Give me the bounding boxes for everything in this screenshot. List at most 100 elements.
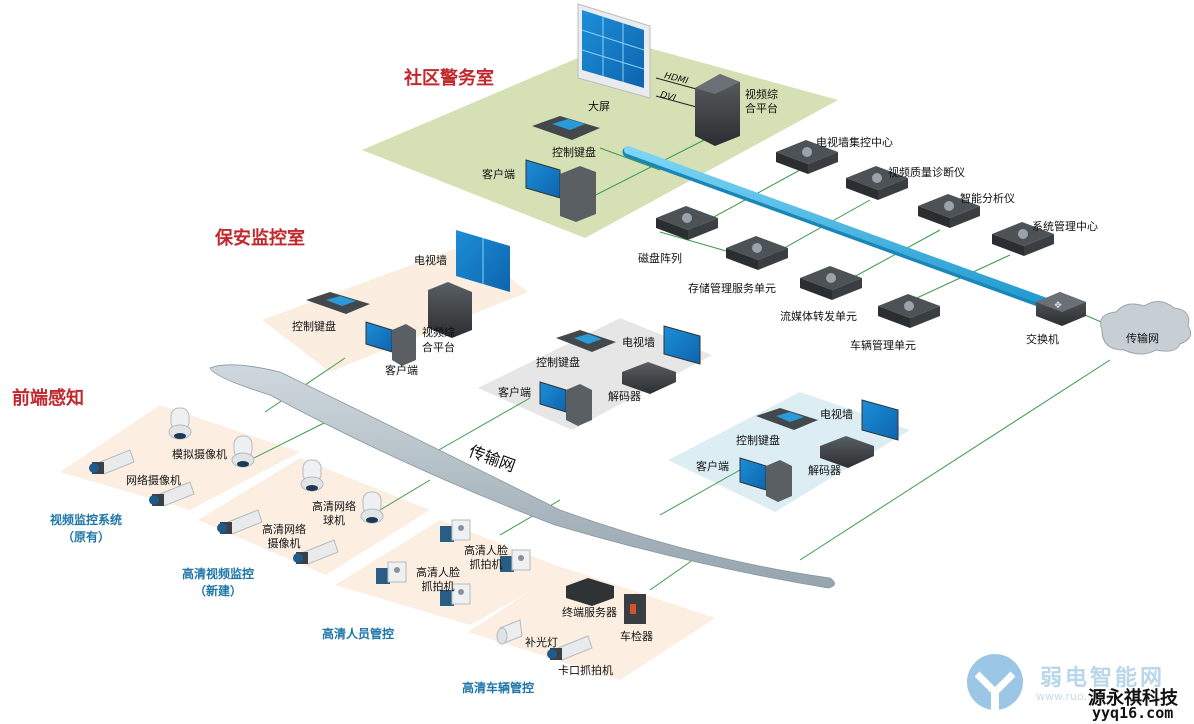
- label-analog-camera: 模拟摄像机: [172, 448, 227, 461]
- decoder-center1: [622, 362, 676, 394]
- watermark-logo-icon: [967, 654, 1023, 710]
- label-hd-bullet: 高清网络 摄像机: [262, 523, 306, 550]
- client-pc-security: [365, 321, 416, 366]
- server-vehicle: [878, 294, 940, 328]
- monitor-center-1-floor: [478, 318, 712, 430]
- subtitle-hd-vehicle: 高清车辆管控: [462, 681, 535, 695]
- label-client-center2: 客户端: [696, 460, 729, 473]
- zone-title-security-room: 保安监控室: [215, 228, 305, 249]
- label-network-camera: 网络摄像机: [126, 474, 181, 487]
- label-terminal-server: 终端服务器: [562, 606, 617, 619]
- front-end-group-1-floor: [60, 405, 300, 510]
- control-keyboard-police: [532, 116, 600, 140]
- fill-light-icon: [496, 619, 523, 645]
- disk-array-icon: [682, 213, 692, 223]
- subtitle-hd-personnel: 高清人员管控: [322, 627, 395, 641]
- label-video-platform-security-2: 合平台: [422, 341, 455, 354]
- decoder-center2: [820, 436, 874, 468]
- checkpoint-camera-icon: [547, 635, 593, 661]
- label-video-platform-police-2: 合平台: [745, 102, 778, 115]
- video-quality-icon: [872, 173, 882, 183]
- server-tv-wall-control: [776, 140, 838, 174]
- label-client-security: 客户端: [385, 364, 418, 377]
- backbone-transmission-network: [209, 364, 835, 589]
- network-camera-icon: [89, 449, 135, 475]
- label-server-vehicle: 车辆管理单元: [850, 339, 916, 352]
- hd-dome-camera-icon: [360, 491, 384, 524]
- streaming-icon: [826, 273, 836, 283]
- transmission-cloud: [1100, 301, 1192, 355]
- tv-wall-center1: [663, 325, 701, 365]
- subtitle-hd-video-new: 高清视频监控 （新建）: [182, 567, 255, 598]
- terminal-server-icon: [566, 578, 614, 606]
- network-camera-icon: [149, 481, 195, 507]
- analysis-icon: [944, 201, 954, 211]
- client-pc-center2: [739, 457, 792, 502]
- label-tv-wall-center1: 电视墙: [622, 336, 655, 349]
- control-keyboard-center2: [756, 408, 818, 430]
- label-checkpoint-camera: 卡口抓拍机: [558, 664, 613, 677]
- hd-bullet-camera-icon: [217, 509, 263, 535]
- label-client-police: 客户端: [482, 168, 515, 181]
- label-hd-dome: 高清网络 球机: [312, 500, 356, 527]
- analog-camera-icon: [168, 407, 192, 440]
- label-server-storage: 存储管理服务单元: [688, 282, 776, 295]
- front-end-group-3-floor: [335, 520, 568, 625]
- label-video-platform-security-1: 视频综: [422, 326, 455, 339]
- label-server-analysis: 智能分析仪: [960, 192, 1015, 205]
- vehicle-detector-icon: [624, 594, 646, 624]
- video-platform-cabinet: [695, 74, 740, 146]
- label-server-disk-array: 磁盘阵列: [638, 252, 682, 265]
- label-cloud: 传输网: [1126, 332, 1159, 345]
- vehicle-icon: [904, 301, 914, 311]
- label-face-capture-2: 高清人脸 抓拍机: [416, 566, 460, 593]
- face-capture-camera-icon: [500, 549, 531, 572]
- tv-wall-security: [456, 230, 510, 292]
- label-video-platform-police-1: 视频综: [745, 88, 778, 101]
- label-control-keyboard-center2: 控制键盘: [736, 434, 780, 447]
- client-pc-police: [525, 159, 596, 222]
- zone-title-police-room: 社区警务室: [404, 68, 494, 89]
- control-keyboard-security: [306, 292, 370, 314]
- label-control-keyboard-security: 控制键盘: [292, 320, 336, 333]
- label-fill-light: 补光灯: [525, 636, 558, 649]
- analog-camera-icon: [231, 435, 255, 468]
- storage-icon: [752, 243, 762, 253]
- watermark-url: yyq16.com: [1092, 704, 1174, 722]
- network-switch: ✥: [1036, 292, 1086, 326]
- label-face-capture-1: 高清人脸 抓拍机: [464, 544, 508, 571]
- watermark-faint-text: 弱电智能网: [1040, 666, 1166, 691]
- front-end-group-2-floor: [198, 458, 430, 575]
- server-analysis: [918, 194, 980, 228]
- face-capture-camera-icon: [440, 583, 471, 606]
- label-control-keyboard-police: 控制键盘: [552, 146, 596, 159]
- label-server-system-management: 系统管理中心: [1032, 220, 1098, 233]
- video-platform-security: [428, 282, 472, 338]
- client-pc-center1: [539, 381, 592, 426]
- zone-title-front-end: 前端感知: [12, 388, 84, 409]
- monitor-center-2-floor: [668, 392, 910, 512]
- hd-dome-camera-icon: [300, 459, 324, 492]
- subtitle-video-surveillance-legacy: 视频监控系统 （原有）: [50, 513, 123, 544]
- watermark-company: 源永祺科技: [1088, 688, 1178, 709]
- system-management-icon: [1018, 229, 1028, 239]
- control-keyboard-center1: [556, 330, 616, 352]
- label-control-keyboard-center1: 控制键盘: [536, 356, 580, 369]
- label-decoder-center1: 解码器: [608, 390, 641, 403]
- label-server-video-quality: 视频质量诊断仪: [888, 166, 965, 179]
- label-tv-wall-security: 电视墙: [414, 254, 447, 267]
- server-storage: [726, 236, 788, 270]
- label-big-screen: 大屏: [588, 100, 610, 113]
- label-decoder-center2: 解码器: [808, 464, 841, 477]
- svg-text:✥: ✥: [1054, 301, 1062, 311]
- front-end-group-4-floor: [468, 568, 715, 680]
- label-server-streaming: 流媒体转发单元: [780, 310, 857, 323]
- label-vehicle-detector: 车检器: [620, 630, 653, 643]
- label-client-center1: 客户端: [498, 386, 531, 399]
- server-system-management: [992, 222, 1054, 256]
- label-server-tv-wall-control: 电视墙集控中心: [816, 136, 893, 149]
- hd-bullet-camera-icon: [293, 539, 339, 565]
- server-streaming: [800, 266, 862, 300]
- face-capture-camera-icon: [440, 519, 471, 542]
